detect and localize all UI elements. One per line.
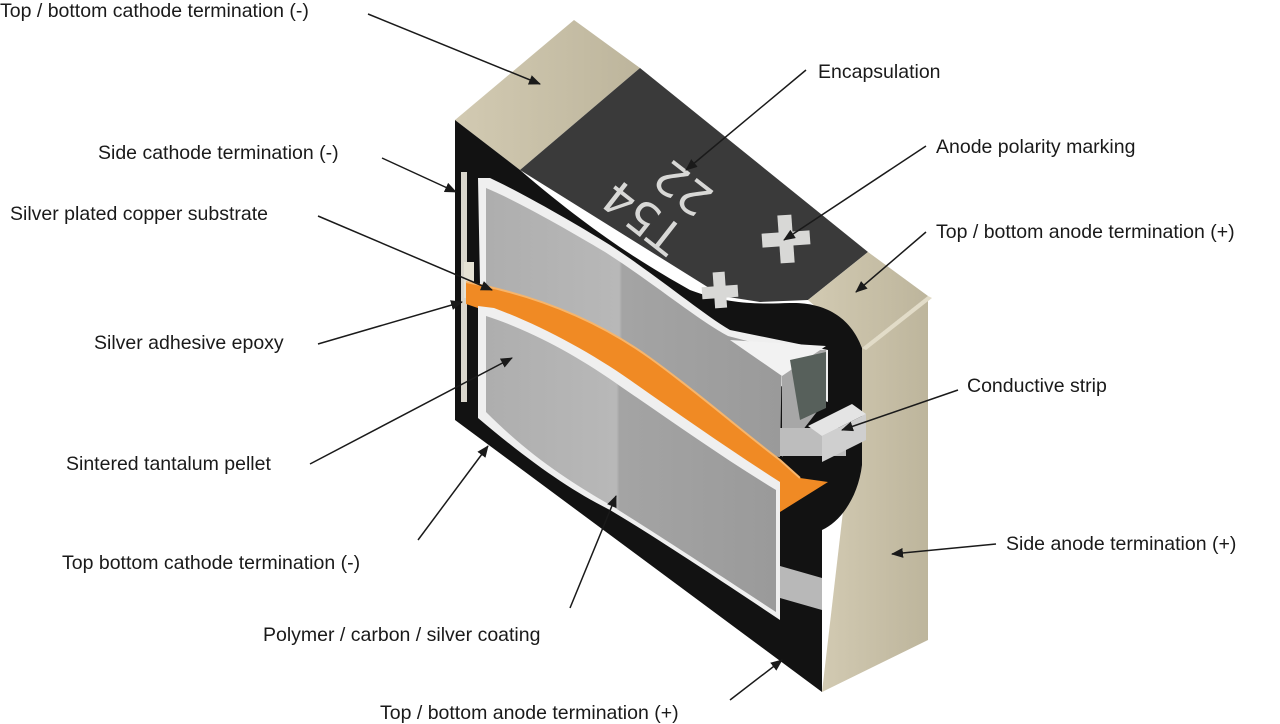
label-coating: Polymer / carbon / silver coating (263, 624, 540, 646)
leader-bottom-cathode (417, 445, 489, 541)
lower-conductive-strip (780, 566, 822, 610)
leader-top-cathode (367, 13, 541, 85)
leader-pellet (309, 357, 513, 465)
leader-side-cathode (381, 157, 457, 193)
leader-substrate (317, 215, 493, 291)
label-adhesive: Silver adhesive epoxy (94, 332, 284, 354)
label-side-cathode: Side cathode termination (-) (98, 142, 339, 164)
labels: Top / bottom cathode termination (-) Enc… (0, 0, 1236, 724)
leader-adhesive (317, 300, 463, 345)
label-anode-marking: Anode polarity marking (936, 136, 1135, 158)
label-encapsulation: Encapsulation (818, 61, 941, 83)
label-top-anode-right: Top / bottom anode termination (+) (936, 221, 1235, 243)
leader-strip (841, 389, 959, 432)
label-bottom-cathode: Top bottom cathode termination (-) (62, 552, 360, 574)
side-anode-termination-face (822, 296, 928, 692)
label-side-anode: Side anode termination (+) (1006, 533, 1236, 555)
label-top-cathode: Top / bottom cathode termination (-) (0, 0, 309, 22)
leader-lines (309, 13, 997, 701)
label-substrate: Silver plated copper substrate (10, 203, 268, 225)
leader-coating (569, 495, 617, 609)
leader-bottom-anode (729, 659, 783, 701)
capacitor-body: T54 22 (455, 20, 932, 692)
label-strip: Conductive strip (967, 375, 1107, 397)
top-cathode-termination-face (455, 20, 640, 170)
leader-encapsulation (685, 69, 807, 171)
label-bottom-anode: Top / bottom anode termination (+) (380, 702, 679, 724)
leader-anode-marking (783, 145, 927, 241)
lower-tantalum-pellet (486, 316, 776, 612)
upper-tantalum-pellet (486, 188, 782, 457)
leader-top-anode-right (855, 231, 927, 293)
label-pellet: Sintered tantalum pellet (66, 453, 271, 475)
leader-side-anode (891, 543, 997, 558)
